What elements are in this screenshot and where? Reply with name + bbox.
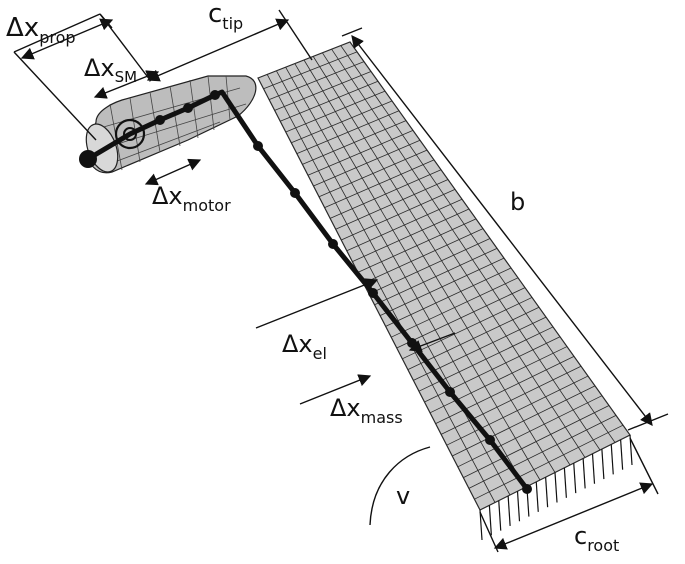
label-c-root: croot — [574, 522, 619, 555]
beam-node — [328, 239, 338, 249]
clamp-hatch-line — [545, 477, 549, 508]
nacelle-mesh-line — [189, 79, 199, 139]
dx-sm-arrow — [93, 70, 160, 99]
beam-node — [155, 115, 165, 125]
nacelle-mesh-line — [207, 75, 215, 131]
wing-planform — [257, 41, 631, 511]
motor-nacelle — [85, 75, 257, 174]
clamp-hatch-line — [591, 453, 596, 484]
beam-node — [485, 435, 495, 445]
dimension-lines — [13, 9, 669, 553]
velocity-arc — [369, 446, 431, 526]
beam-node — [368, 288, 378, 298]
label-dx-motor: Δxmotor — [152, 182, 231, 215]
clamp-hatch-line — [582, 458, 586, 489]
c-root-arrow — [493, 482, 654, 550]
c-tip-arrow — [146, 18, 290, 82]
clamp-hatch-line — [507, 495, 511, 526]
dx-prop-arrow — [20, 18, 114, 60]
label-c-tip: ctip — [208, 0, 243, 33]
dx-el-arrow-right — [408, 332, 456, 352]
beam-node — [290, 188, 300, 198]
grid-line-chordwise — [468, 414, 617, 489]
dx-motor-arrow — [144, 158, 202, 186]
clamp-hatch-line — [573, 463, 577, 494]
shaft-mass-ring-inner — [123, 127, 137, 141]
dx-mass-arrow — [299, 374, 372, 405]
clamp-hatch-line — [554, 472, 558, 503]
grid-line-chordwise — [263, 51, 358, 90]
label-dx-mass: Δxmass — [330, 394, 403, 427]
beam-node — [445, 387, 455, 397]
label-dx-prop: Δxprop — [6, 13, 76, 47]
nacelle-mesh-line — [103, 121, 221, 167]
clamp-hatch-line — [535, 481, 539, 512]
beam-node — [253, 141, 263, 151]
clamp-hatch-line — [620, 439, 624, 470]
nacelle-mesh-line — [97, 103, 247, 151]
beam-node — [183, 103, 193, 113]
beam-node — [522, 484, 532, 494]
label-span-b: b — [510, 188, 525, 216]
beam-node — [407, 338, 417, 348]
label-dx-el: Δxel — [282, 330, 327, 363]
label-velocity-v: v — [396, 482, 410, 510]
grid-line-chordwise — [268, 61, 365, 100]
propeller-node — [79, 150, 97, 168]
clamp-hatch-line — [498, 500, 502, 531]
clamp-hatch-line — [610, 444, 614, 475]
labels: Δxprop ΔxSM ctip Δxmotor b Δxel Δxmass v… — [6, 0, 619, 555]
span-b-arrow — [351, 35, 653, 426]
beam-node — [210, 90, 220, 100]
clamp-hatch-line — [563, 467, 567, 498]
clamp-hatch-line — [488, 505, 492, 536]
shaft-mass-ring-outer — [114, 118, 146, 150]
label-dx-sm: ΔxSM — [84, 54, 137, 86]
wing-surface — [257, 41, 631, 511]
clamp-hatch-line — [479, 509, 483, 541]
clamp-hatch-line — [516, 491, 521, 522]
dx-el-arrow-left — [255, 278, 379, 329]
clamp-hatch-line — [601, 449, 605, 480]
